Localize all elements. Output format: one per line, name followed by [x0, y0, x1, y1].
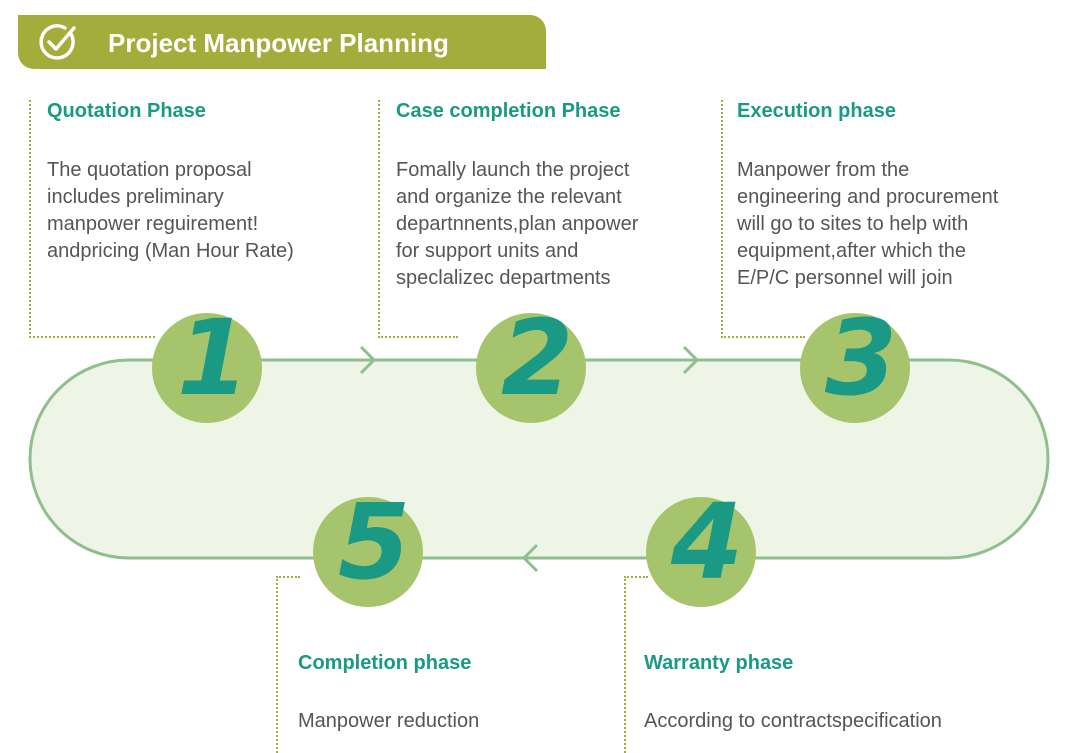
phase-description: Fomally launch the project and organize … [396, 159, 639, 289]
header-banner: Project Manpower Planning [18, 15, 546, 69]
phase-circle-5 [313, 497, 423, 607]
phase-circle-3 [800, 313, 910, 423]
phase-description: Manpower from the engineering and procur… [737, 159, 999, 289]
phase-description: Manpower reduction [298, 710, 480, 732]
phase-bracket-5 [276, 576, 300, 753]
arrow-right-icon [682, 345, 700, 375]
phase-number-3: 3 [824, 297, 898, 419]
phase-5: Completion phase Manpower reduction [298, 652, 618, 742]
arrow-left-icon [521, 543, 539, 573]
page-title: Project Manpower Planning [108, 28, 449, 58]
phase-title: Completion phase [298, 652, 472, 674]
phase-bracket-3 [721, 100, 805, 338]
phase-number-2: 2 [500, 297, 574, 419]
phase-3: Execution phase Manpower from the engine… [737, 100, 1062, 300]
phase-circle-1 [152, 313, 262, 423]
check-circle-icon [39, 24, 76, 60]
phase-bracket-2 [378, 100, 458, 338]
phase-bracket-1 [29, 100, 155, 338]
phase-number-1: 1 [176, 297, 250, 419]
phase-1: Quotation Phase The quotation proposal i… [47, 100, 367, 280]
phase-bracket-4 [624, 576, 648, 753]
phase-title: Case completion Phase [396, 100, 621, 122]
phase-2: Case completion Phase Fomally launch the… [396, 100, 716, 300]
phase-4: Warranty phase According to contractspec… [644, 652, 1054, 742]
phase-circle-4 [646, 497, 756, 607]
arrow-right-icon [359, 345, 377, 375]
phase-description: According to contractspecification [644, 710, 942, 732]
phase-circle-2 [476, 313, 586, 423]
phase-number-4: 4 [670, 481, 744, 603]
phase-description: The quotation proposal includes prelimin… [47, 159, 294, 262]
phase-number-5: 5 [337, 481, 411, 603]
phase-title: Quotation Phase [47, 100, 206, 122]
phase-title: Warranty phase [644, 652, 794, 674]
phase-title: Execution phase [737, 100, 896, 122]
